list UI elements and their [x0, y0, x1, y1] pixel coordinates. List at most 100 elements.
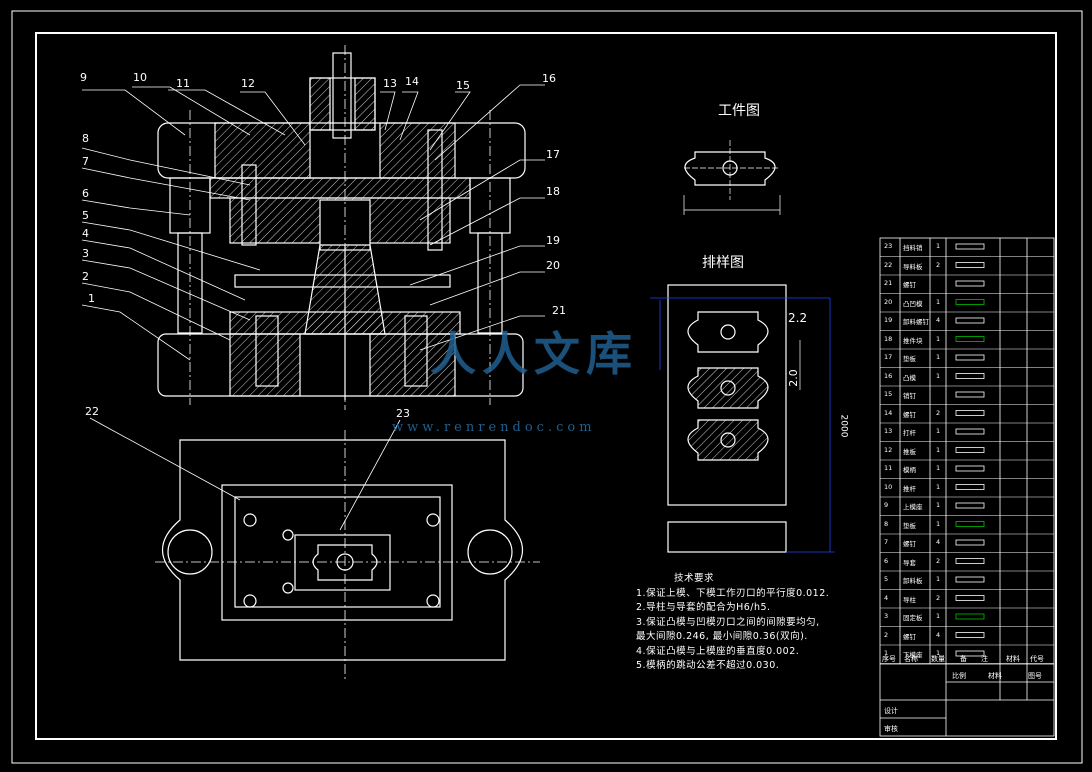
bom-header-code: 代号	[1030, 655, 1044, 663]
workpiece-title: 工件图	[718, 103, 760, 119]
callout-19: 19	[546, 234, 560, 247]
bom-cell-qty: 1	[936, 334, 941, 343]
callout-7: 7	[82, 155, 89, 168]
bom-cell-no: 13	[884, 427, 893, 435]
bom-cell-name: 固定板	[903, 614, 923, 622]
bom-cell-name: 凸模	[903, 373, 916, 382]
bom-cell-name: 螺钉	[903, 410, 916, 419]
tech-req-item: 5.模柄的跳动公差不超过0.030.	[636, 660, 780, 671]
bom-cell-no: 23	[884, 242, 893, 250]
bom-note-symbol	[955, 539, 985, 546]
bom-row: 15 销钉	[880, 386, 1054, 404]
bom-cell-no: 5	[884, 575, 889, 583]
strip-length-dim: 2000	[838, 414, 849, 438]
bom-cell-name: 模柄	[903, 466, 916, 474]
bom-cell-no: 19	[884, 316, 893, 324]
bom-row: 16 凸模 1	[880, 368, 1054, 386]
callout-3: 3	[82, 247, 89, 260]
bom-note-symbol	[955, 243, 985, 250]
bom-cell-name: 凸凹模	[903, 299, 923, 308]
bom-cell-no: 18	[884, 334, 893, 343]
bom-cell-name: 挡料销	[903, 244, 923, 252]
die-plan-view	[155, 430, 540, 680]
callout-9: 9	[80, 71, 87, 84]
bom-cell-no: 9	[884, 501, 889, 509]
tech-req-item: 4.保证凸模与上模座的垂直度0.002.	[636, 645, 800, 657]
bom-note-symbol	[955, 465, 985, 472]
bom-cell-no: 16	[884, 371, 893, 380]
strip-layout-view	[650, 284, 835, 553]
callout-20: 20	[546, 259, 560, 272]
bom-table-grid	[879, 237, 1055, 737]
bom-cell-no: 8	[884, 519, 889, 528]
bom-row: 18 推件块 1	[880, 331, 1054, 349]
callout-18: 18	[546, 185, 560, 198]
bom-cell-qty: 1	[936, 464, 941, 472]
bom-cell-qty: 1	[936, 649, 941, 657]
bom-header-note: 备注	[960, 655, 1002, 663]
callout-11: 11	[176, 77, 190, 90]
tech-req-item: 最大间隙0.246, 最小间隙0.36(双向).	[636, 631, 808, 642]
callout-8: 8	[82, 132, 89, 145]
bom-cell-name: 打杆	[903, 429, 916, 437]
bom-cell-name: 螺钉	[903, 632, 916, 641]
bom-cell-qty: 1	[936, 445, 941, 454]
bom-cell-qty: 1	[936, 501, 941, 509]
callout-6: 6	[82, 187, 89, 200]
bom-note-symbol	[955, 262, 985, 268]
bom-cell-no: 21	[884, 279, 893, 287]
bom-header-no: 序号	[882, 655, 896, 663]
title-block-design: 设计	[884, 707, 898, 715]
bom-cell-no: 15	[884, 390, 893, 398]
bom-cell-name: 上模座	[903, 503, 923, 511]
bom-note-symbol	[955, 613, 985, 620]
watermark-url: www.renrendoc.com	[392, 420, 596, 435]
bom-cell-qty: 1	[936, 353, 941, 361]
callout-1: 1	[88, 292, 95, 305]
watermark-logo: 人人文库	[430, 327, 638, 381]
bom-note-symbol	[955, 558, 985, 564]
bom-cell-name: 导柱	[903, 595, 916, 604]
callout-14: 14	[405, 75, 419, 88]
bom-cell-qty: 1	[936, 427, 941, 435]
bom-cell-no: 7	[884, 538, 889, 546]
bom-header-name: 名称	[904, 655, 918, 663]
bom-row: 9 上模座 1	[880, 497, 1054, 515]
bom-note-symbol	[955, 484, 985, 490]
bom-cell-qty: 1	[936, 242, 941, 250]
bom-cell-name: 销钉	[903, 392, 916, 400]
bom-note-symbol	[955, 280, 985, 287]
bom-cell-qty: 1	[936, 371, 941, 380]
callout-2: 2	[82, 270, 89, 283]
title-block-material: 材料	[988, 672, 1002, 680]
title-block-review: 审核	[884, 725, 898, 733]
bom-cell-name: 卸料螺钉	[903, 318, 929, 326]
bom-cell-qty: 4	[936, 630, 941, 639]
tech-req-item: 3.保证凸模与凹模刃口之间的间隙要均匀,	[636, 616, 820, 628]
bom-note-symbol	[955, 354, 985, 361]
bom-row: 23 挡料销 1	[880, 238, 1054, 256]
bom-note-symbol	[955, 502, 985, 509]
bom-cell-name: 推件块	[903, 336, 923, 345]
bom-header-material: 材料	[1006, 655, 1020, 663]
callout-13: 13	[383, 77, 397, 90]
bom-cell-no: 14	[884, 408, 893, 417]
bom-cell-name: 垫板	[903, 521, 916, 530]
bom-cell-qty: 4	[936, 538, 941, 546]
bom-cell-name: 垫板	[903, 355, 916, 363]
bom-cell-name: 推板	[903, 447, 916, 456]
bom-cell-qty: 4	[936, 316, 941, 324]
callout-23: 23	[396, 407, 410, 420]
tech-req-heading: 技术要求	[674, 573, 715, 584]
